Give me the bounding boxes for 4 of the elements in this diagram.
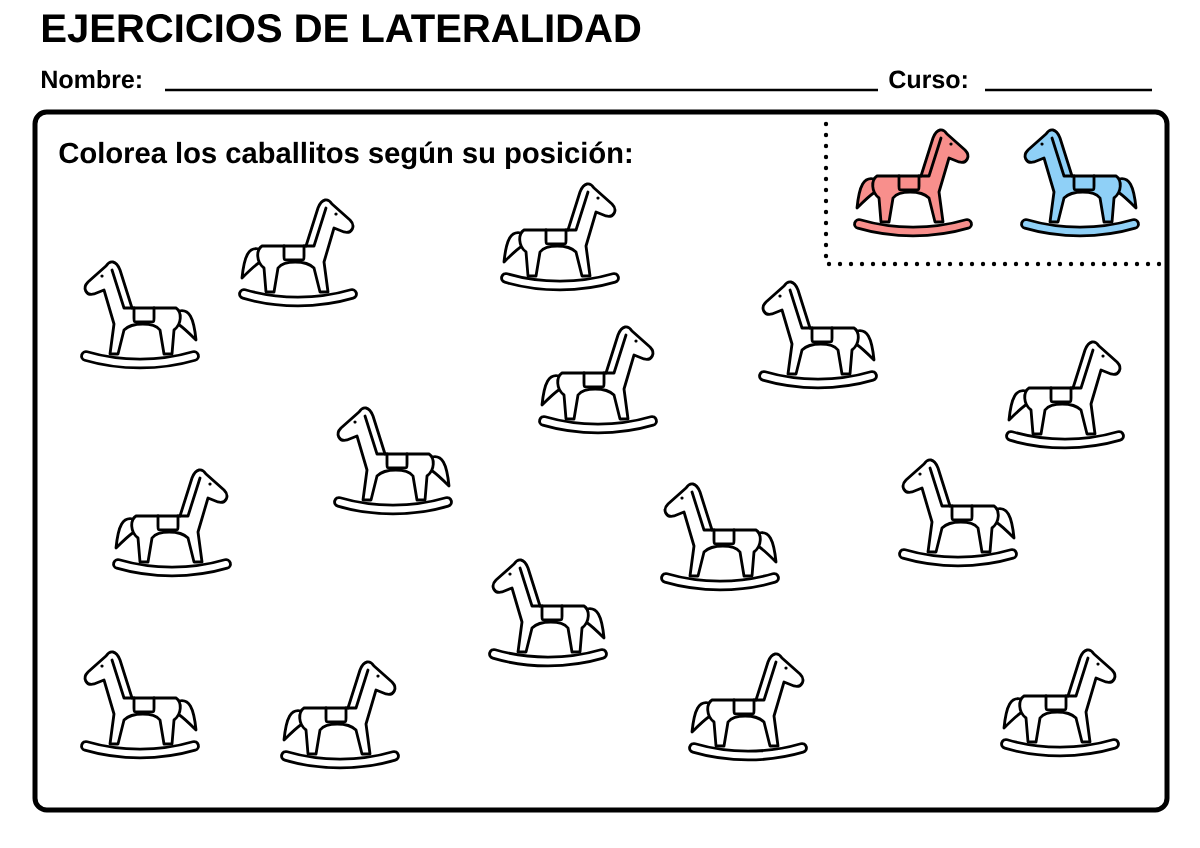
title: EJERCICIOS DE LATERALIDAD	[43, 14, 641, 43]
field-label: Nombre:	[42, 69, 141, 89]
field-label: Curso:	[889, 70, 967, 89]
worksheet-panel: Colorea los caballitos según su posición:	[32, 109, 1170, 813]
